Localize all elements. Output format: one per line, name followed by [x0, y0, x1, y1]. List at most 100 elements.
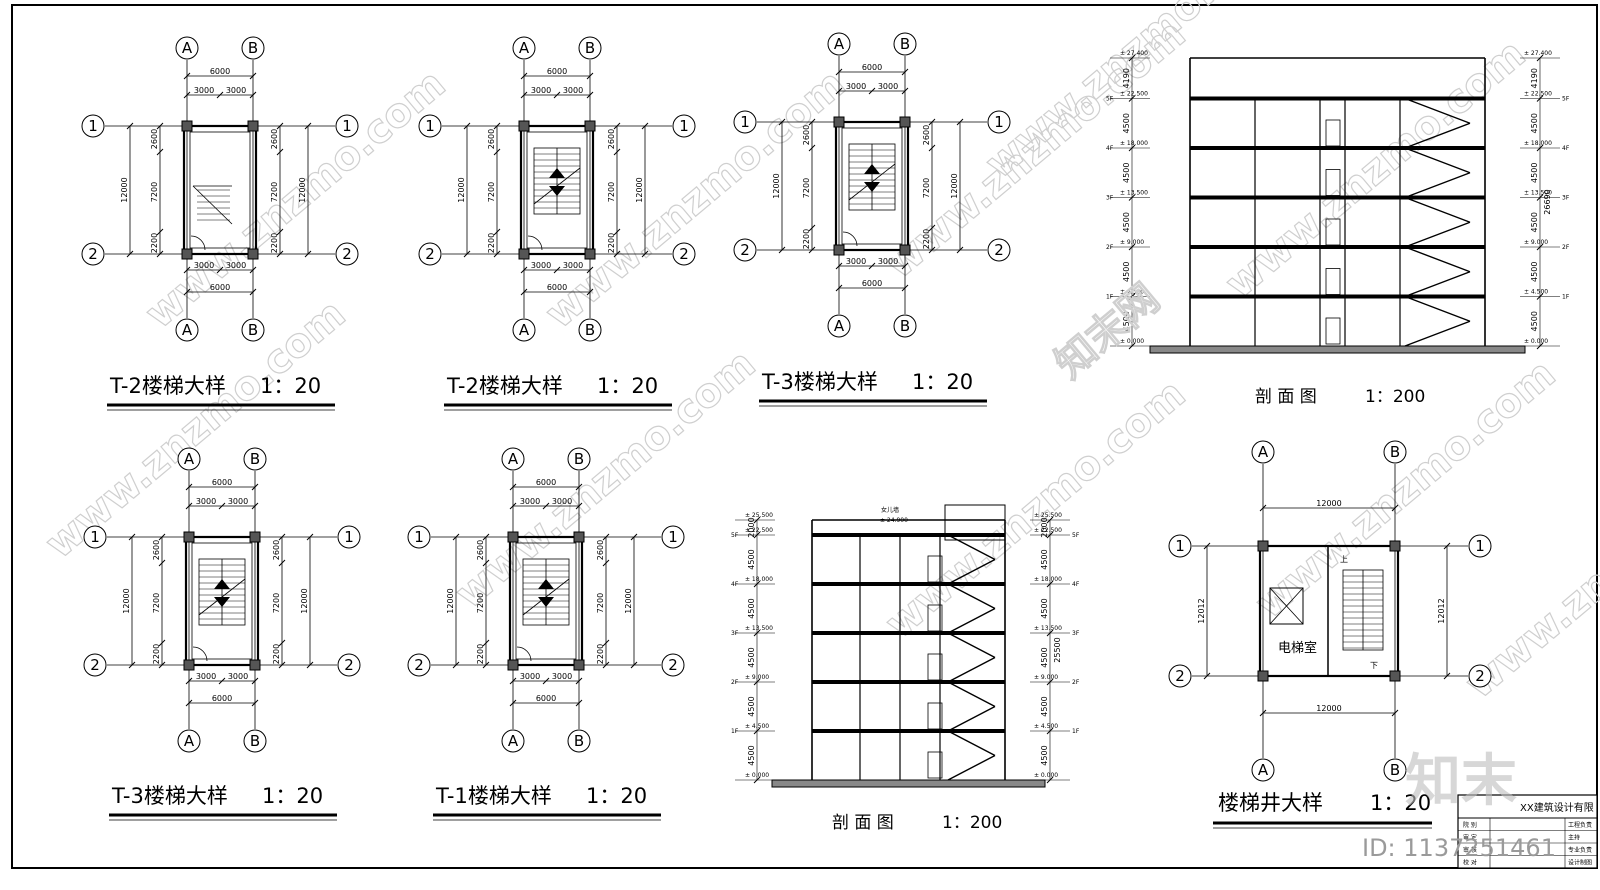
dim-seg3-right: 2200: [272, 644, 281, 664]
axis-1-left-label: 1: [740, 113, 750, 131]
axis-2-right-label: 2: [994, 241, 1004, 259]
shaft-axis-2-left-circle: [1168, 664, 1192, 688]
dim-half-right-top: 3000: [878, 82, 898, 91]
level-elevation-left: ± 25.500: [745, 512, 773, 519]
axis-2-right-label: 2: [344, 656, 354, 674]
level-elevation-left: ± 18.000: [745, 576, 773, 583]
dim-half-left-bottom: 3000: [196, 672, 216, 681]
dim-tick: [868, 87, 876, 95]
axis-a-top-label: A: [834, 35, 845, 53]
floor-label-right: 4F: [1072, 581, 1080, 588]
dim-tick: [183, 288, 191, 296]
dim-storey: 4500: [1122, 262, 1131, 282]
shaft-axis-a-bottom-label: A: [1258, 761, 1269, 779]
stair-wall-inner: [515, 542, 577, 660]
dim-tick: [835, 284, 843, 292]
floor-label-left: 5F: [1106, 96, 1114, 103]
shaft-axis-1-left-circle: [1168, 534, 1192, 558]
axis-b-top-circle: [578, 36, 602, 60]
floor-label-left: 2F: [1106, 244, 1114, 251]
dim-tick: [586, 288, 594, 296]
column-1: [247, 120, 259, 132]
dim-storey: 4500: [1040, 745, 1049, 765]
stair-wall-inner: [189, 131, 251, 249]
dim-tick: [808, 118, 816, 126]
dim-tick: [753, 531, 761, 539]
dim-tick: [808, 144, 816, 152]
shaft-column-2: [1257, 670, 1269, 682]
level-elevation-right: ± 22.500: [1524, 91, 1552, 98]
level-elevation-right: ± 13.500: [1034, 625, 1062, 632]
section-door-0-4: [1325, 119, 1341, 147]
title-block-left-cell: 审 定: [1463, 834, 1477, 842]
column-3: [247, 248, 259, 260]
dim-tick: [1046, 776, 1054, 784]
dim-tick: [602, 559, 610, 567]
level-elevation-right: ± 25.500: [1034, 512, 1062, 519]
dim-tick: [306, 533, 314, 541]
dim-tick: [156, 228, 164, 236]
dim-tick: [1203, 672, 1211, 680]
dim-tick: [641, 122, 649, 130]
section-stair-flights: [947, 534, 996, 781]
level-elevation-left: ± 27.400: [1120, 50, 1148, 57]
shaft-dim-width-bottom: 12000: [1316, 704, 1341, 713]
dim-tick: [278, 661, 286, 669]
dim-seg3-right: 2200: [922, 229, 931, 249]
dim-total-height: 25500: [1053, 637, 1062, 662]
dim-tick: [1391, 504, 1399, 512]
dim-tick: [278, 559, 286, 567]
elevator-room-label: 电梯室: [1278, 640, 1317, 656]
dim-tick: [1046, 516, 1054, 524]
dim-storey: 4500: [1530, 113, 1539, 133]
dim-depth-left: 12000: [120, 177, 129, 202]
stair-up-arrow: [549, 168, 565, 178]
section-door-0-4: [927, 555, 943, 583]
elevator-car: [1269, 587, 1304, 625]
dim-tick: [1536, 194, 1544, 201]
dim-depth-left: 12000: [446, 588, 455, 613]
dim-tick: [452, 661, 460, 669]
dim-seg2-right: 7200: [270, 182, 279, 202]
axis-2-right-circle: [672, 242, 696, 266]
column-0: [518, 120, 530, 132]
level-elevation-right: ± 4.500: [1524, 289, 1548, 296]
dim-tick: [956, 246, 964, 254]
shaft-axis-2-right-circle: [1468, 664, 1492, 688]
axis-b-top-circle: [241, 36, 265, 60]
dim-tick: [1536, 54, 1544, 62]
axis-1-left-circle: [81, 114, 105, 138]
dim-seg1-left: 2600: [150, 129, 159, 149]
dim-tick: [1259, 504, 1267, 512]
dim-tick: [586, 72, 594, 80]
door-swing: [527, 235, 543, 251]
dim-tick: [276, 250, 284, 258]
dim-tick: [753, 516, 761, 524]
dim-seg3-left: 2200: [487, 233, 496, 253]
stair-down-arrow: [214, 597, 230, 607]
dim-width-top: 6000: [210, 67, 230, 76]
shaft-dim-depth-right-label: 12012: [1437, 598, 1446, 623]
axis-b-bottom-circle: [567, 729, 591, 753]
dim-storey: 4500: [1122, 212, 1131, 232]
axis-b-bottom-label: B: [585, 321, 595, 339]
axis-b-top-circle: [243, 447, 267, 471]
floor-slab: [1190, 96, 1485, 101]
stair-wall-outer: [519, 124, 595, 256]
column-1: [249, 531, 261, 543]
stair-wall-inner: [191, 542, 253, 660]
axis-b-bottom-circle: [578, 318, 602, 342]
dim-tick: [1046, 678, 1054, 686]
dim-seg3-left: 2200: [152, 644, 161, 664]
dim-width-top: 6000: [536, 478, 556, 487]
dim-seg3-right: 2200: [596, 644, 605, 664]
dim-tick: [509, 502, 517, 510]
dim-width-bottom: 6000: [212, 694, 232, 703]
dim-tick: [463, 122, 471, 130]
section-scale: 1：200: [1365, 387, 1425, 407]
axis-2-right-label: 2: [668, 656, 678, 674]
dim-tick: [278, 533, 286, 541]
axis-1-right-label: 1: [344, 528, 354, 546]
dim-seg1-right: 2600: [922, 125, 931, 145]
